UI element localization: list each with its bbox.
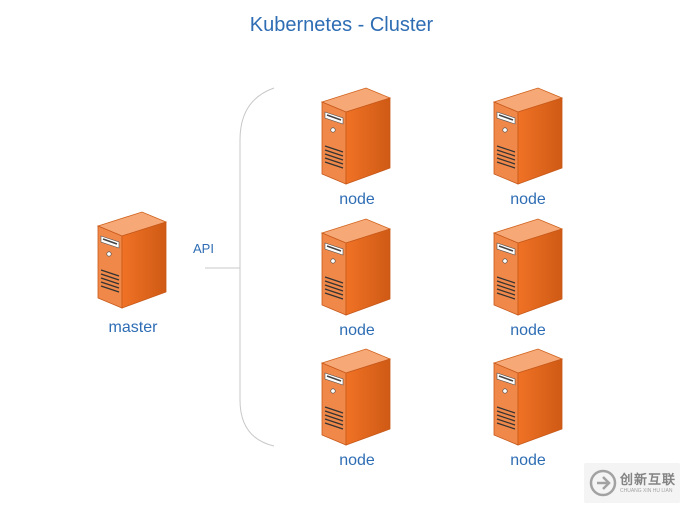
watermark-icon bbox=[589, 469, 617, 497]
diagram-title: Kubernetes - Cluster bbox=[249, 14, 434, 36]
node-server-icon bbox=[321, 218, 391, 316]
node-server-icon bbox=[321, 87, 391, 185]
master-label: master bbox=[108, 319, 158, 336]
master-server-icon bbox=[97, 211, 167, 309]
node-label: node bbox=[510, 322, 546, 339]
node-server-icon bbox=[321, 348, 391, 446]
watermark-logo: 创新互联 CHUANG XIN HU LIAN bbox=[584, 463, 680, 503]
node-server-icon bbox=[493, 87, 563, 185]
watermark-subtext: CHUANG XIN HU LIAN bbox=[620, 488, 673, 494]
api-label: API bbox=[193, 241, 214, 256]
node-label: node bbox=[510, 191, 546, 208]
node-label: node bbox=[339, 452, 375, 469]
node-label: node bbox=[510, 452, 546, 469]
node-label: node bbox=[339, 322, 375, 339]
watermark-text: 创新互联 bbox=[620, 472, 677, 487]
node-server-icon bbox=[493, 348, 563, 446]
node-label: node bbox=[339, 191, 375, 208]
node-server-icon bbox=[493, 218, 563, 316]
cluster-bracket bbox=[239, 87, 275, 447]
